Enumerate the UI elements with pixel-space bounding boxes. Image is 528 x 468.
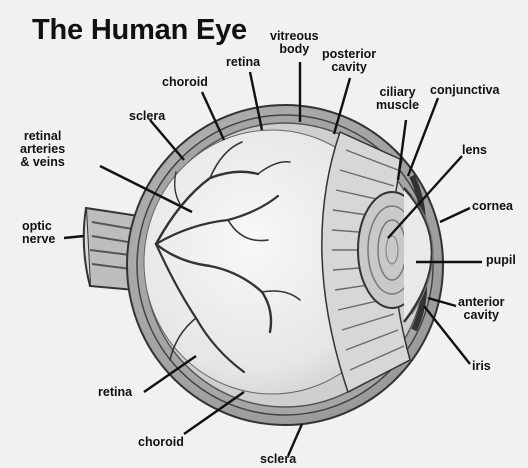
label-conjunctiva: conjunctiva — [430, 84, 499, 97]
label-pupil: pupil — [486, 254, 516, 267]
diagram-title: The Human Eye — [32, 14, 247, 47]
label-cornea: cornea — [472, 200, 513, 213]
label-choroid-bottom: choroid — [138, 436, 184, 449]
label-retina-top: retina — [226, 56, 260, 69]
label-sclera-top: sclera — [129, 110, 165, 123]
label-retinal-arteries-veins: retinal arteries & veins — [20, 130, 65, 169]
label-choroid-top: choroid — [162, 76, 208, 89]
label-lens: lens — [462, 144, 487, 157]
label-sclera-bottom: sclera — [260, 453, 296, 466]
label-optic-nerve: optic nerve — [22, 220, 55, 246]
label-posterior-cavity: posterior cavity — [322, 48, 376, 74]
label-anterior-cavity: anterior cavity — [458, 296, 505, 322]
label-ciliary-muscle: ciliary muscle — [376, 86, 419, 112]
label-retina-bottom: retina — [98, 386, 132, 399]
label-iris: iris — [472, 360, 491, 373]
label-vitreous-body: vitreous body — [270, 30, 319, 56]
